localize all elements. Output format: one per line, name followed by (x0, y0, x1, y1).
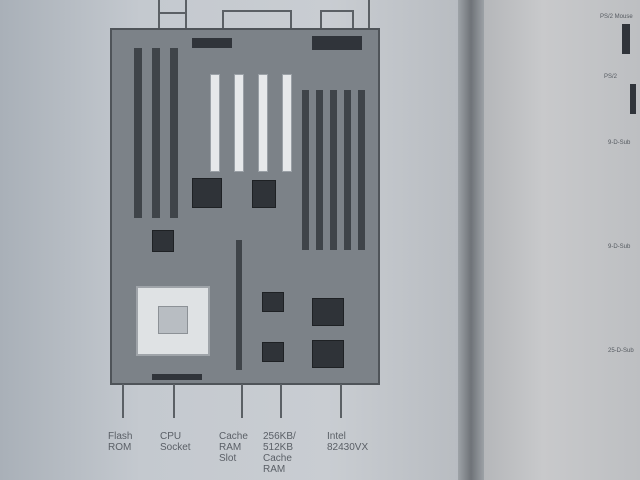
edge-connector (152, 374, 202, 380)
flash-rom-leader (122, 384, 124, 418)
cache-slot-leader (241, 384, 243, 418)
cpu-socket-leader (173, 384, 175, 418)
right-page-label: PS/2 (604, 74, 618, 80)
small-chip (152, 230, 174, 252)
bios-chip (192, 178, 222, 208)
power-connector (192, 38, 232, 48)
io-connector (312, 36, 362, 50)
top-leader (368, 0, 370, 30)
right-page-label: 25-D-Sub (608, 348, 634, 354)
chipset-label: Intel 82430VX (327, 431, 369, 453)
top-leader (320, 10, 322, 30)
right-page-label: PS/2 Mouse (600, 14, 633, 20)
top-leader (158, 12, 187, 14)
pci-slot (258, 74, 268, 172)
chipset-chip (312, 298, 344, 326)
memory-slot (330, 90, 337, 250)
top-leader (320, 10, 354, 12)
memory-slot (302, 90, 309, 250)
flash-rom-label: Flash ROM (108, 431, 133, 453)
top-leader (290, 10, 292, 30)
cache-chip (262, 342, 284, 362)
motherboard-illustration (110, 28, 380, 385)
cache-ram-slot-label: Cache RAM Slot (219, 431, 248, 464)
right-page-label: 9-D-Sub (608, 140, 631, 146)
cache-256-512-label: 256KB/ 512KB Cache RAM (263, 431, 296, 475)
cpu-socket-label: CPU Socket (160, 431, 191, 453)
ps2-connector-icon (630, 84, 636, 114)
top-leader (158, 0, 160, 30)
top-leader (185, 0, 187, 30)
cpu-socket (136, 286, 210, 356)
pci-slot (282, 74, 292, 172)
top-leader (222, 10, 224, 30)
book-gutter (458, 0, 484, 480)
cache-chip (262, 292, 284, 312)
memory-slot (316, 90, 323, 250)
top-leader (352, 10, 354, 30)
memory-slot (344, 90, 351, 250)
ps2-connector-icon (622, 24, 630, 54)
top-leader (222, 10, 292, 12)
isa-slot (134, 48, 142, 218)
controller-chip (252, 180, 276, 208)
pci-slot (210, 74, 220, 172)
memory-slot (358, 90, 365, 250)
right-page (478, 0, 640, 480)
pci-slot (234, 74, 244, 172)
chipset-chip (312, 340, 344, 368)
chipset-leader (340, 384, 342, 418)
isa-slot (170, 48, 178, 218)
isa-slot (152, 48, 160, 218)
right-page-label: 9-D-Sub (608, 244, 631, 250)
cache-ram-slot (236, 240, 242, 370)
cache-ram-leader (280, 384, 282, 418)
